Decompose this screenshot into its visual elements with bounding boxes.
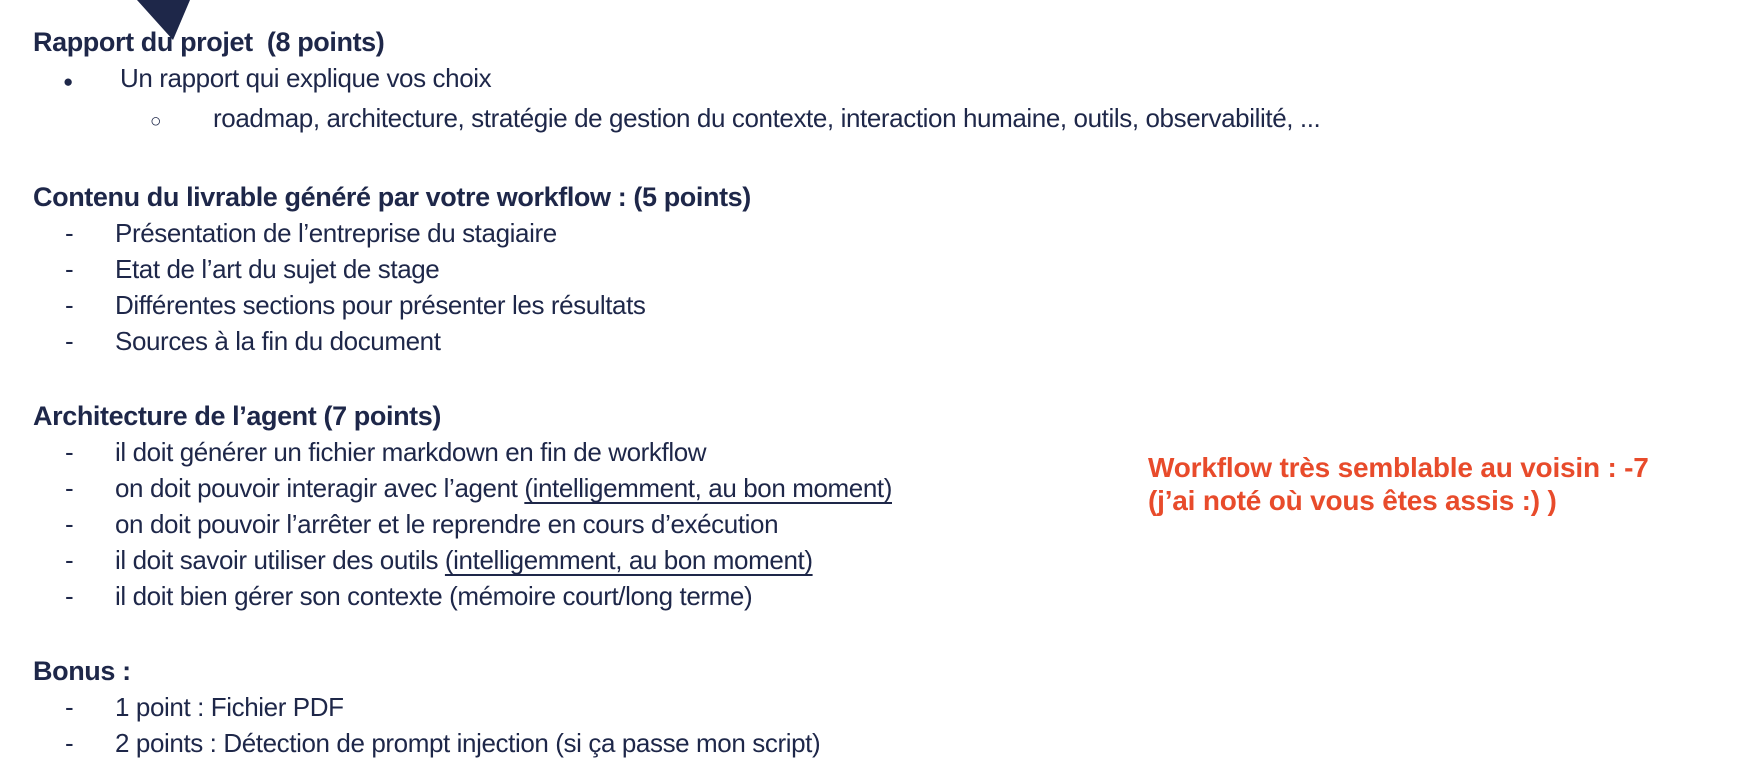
- bullet-disc-icon: ●: [63, 72, 73, 91]
- list-item: - on doit pouvoir interagir avec l’agent…: [65, 470, 1733, 506]
- annotation-line: Workflow très semblable au voisin : -7: [1148, 452, 1649, 483]
- list-item-text: 2 points : Détection de prompt injection…: [115, 728, 821, 758]
- list-item: - 2 points : Détection de prompt injecti…: [65, 725, 1733, 761]
- section-contenu-du-livrable: Contenu du livrable généré par votre wor…: [33, 179, 1733, 359]
- bullet-dash-icon: -: [65, 326, 74, 356]
- list-item-text: Présentation de l’entreprise du stagiair…: [115, 218, 557, 248]
- list-item: - il doit bien gérer son contexte (mémoi…: [65, 578, 1733, 614]
- list-item-text-underlined: (intelligemment, au bon moment): [444, 545, 813, 575]
- list-item-text: on doit pouvoir l’arrêter et le reprendr…: [115, 509, 779, 539]
- list-item-text: il doit savoir utiliser des outils (inte…: [115, 542, 813, 578]
- list-item-text: il doit générer un fichier markdown en f…: [115, 437, 707, 467]
- list-item-text-plain: on doit pouvoir interagir avec l’agent: [115, 473, 525, 503]
- corner-triangle-decoration: [137, 0, 190, 40]
- list-item-text: il doit bien gérer son contexte (mémoire…: [115, 581, 753, 611]
- bullet-dash-icon: -: [65, 509, 74, 539]
- bullet-dash-icon: -: [65, 581, 74, 611]
- bullet-dash-icon: -: [65, 218, 74, 248]
- bullet-dash-icon: -: [65, 254, 74, 284]
- list-item-text-plain: il doit savoir utiliser des outils: [115, 545, 445, 575]
- section-bonus: Bonus : - 1 point : Fichier PDF - 2 poin…: [33, 653, 1733, 761]
- list-item-text: Etat de l’art du sujet de stage: [115, 254, 440, 284]
- section-heading: Architecture de l’agent (7 points): [33, 401, 441, 431]
- list-item-text: Un rapport qui explique vos choix: [120, 63, 492, 93]
- list-item: - on doit pouvoir l’arrêter et le repren…: [65, 506, 1733, 542]
- grader-annotation: Workflow très semblable au voisin : -7 (…: [1148, 451, 1649, 517]
- list-item-text: 1 point : Fichier PDF: [115, 692, 344, 722]
- section-architecture-agent: Architecture de l’agent (7 points) - il …: [33, 398, 1733, 614]
- bullet-dash-icon: -: [65, 290, 74, 320]
- list-item-text: on doit pouvoir interagir avec l’agent (…: [115, 470, 892, 506]
- bullet-dash-icon: -: [65, 437, 74, 467]
- section-heading: Contenu du livrable généré par votre wor…: [33, 182, 751, 212]
- annotation-line: (j’ai noté où vous êtes assis :) ): [1148, 485, 1557, 516]
- list-item-text: roadmap, architecture, stratégie de gest…: [213, 103, 1321, 133]
- list-item: - Sources à la fin du document: [65, 323, 1733, 359]
- list-item-text: Différentes sections pour présenter les …: [115, 290, 646, 320]
- list-item: - il doit savoir utiliser des outils (in…: [65, 542, 1733, 578]
- list-item: - Différentes sections pour présenter le…: [65, 287, 1733, 323]
- section-heading: Rapport du projet (8 points): [33, 27, 385, 57]
- list-item: - Etat de l’art du sujet de stage: [65, 251, 1733, 287]
- section-heading: Bonus :: [33, 656, 131, 686]
- bullet-circle-icon: ○: [150, 111, 162, 132]
- list-item: - 1 point : Fichier PDF: [65, 689, 1733, 725]
- list-item: ● Un rapport qui explique vos choix: [63, 60, 1733, 100]
- bullet-dash-icon: -: [65, 728, 74, 758]
- list-item: - Présentation de l’entreprise du stagia…: [65, 215, 1733, 251]
- bullet-dash-icon: -: [65, 473, 74, 503]
- list-item-text-underlined: (intelligemment, au bon moment): [524, 473, 892, 503]
- bullet-dash-icon: -: [65, 545, 74, 575]
- section-rapport-du-projet: Rapport du projet (8 points) ● Un rappor…: [33, 24, 1733, 140]
- list-item: ○ roadmap, architecture, stratégie de ge…: [150, 100, 1733, 140]
- list-item-text: Sources à la fin du document: [115, 326, 441, 356]
- bullet-dash-icon: -: [65, 692, 74, 722]
- list-item: - il doit générer un fichier markdown en…: [65, 434, 1733, 470]
- rubric-content: Rapport du projet (8 points) ● Un rappor…: [33, 24, 1733, 761]
